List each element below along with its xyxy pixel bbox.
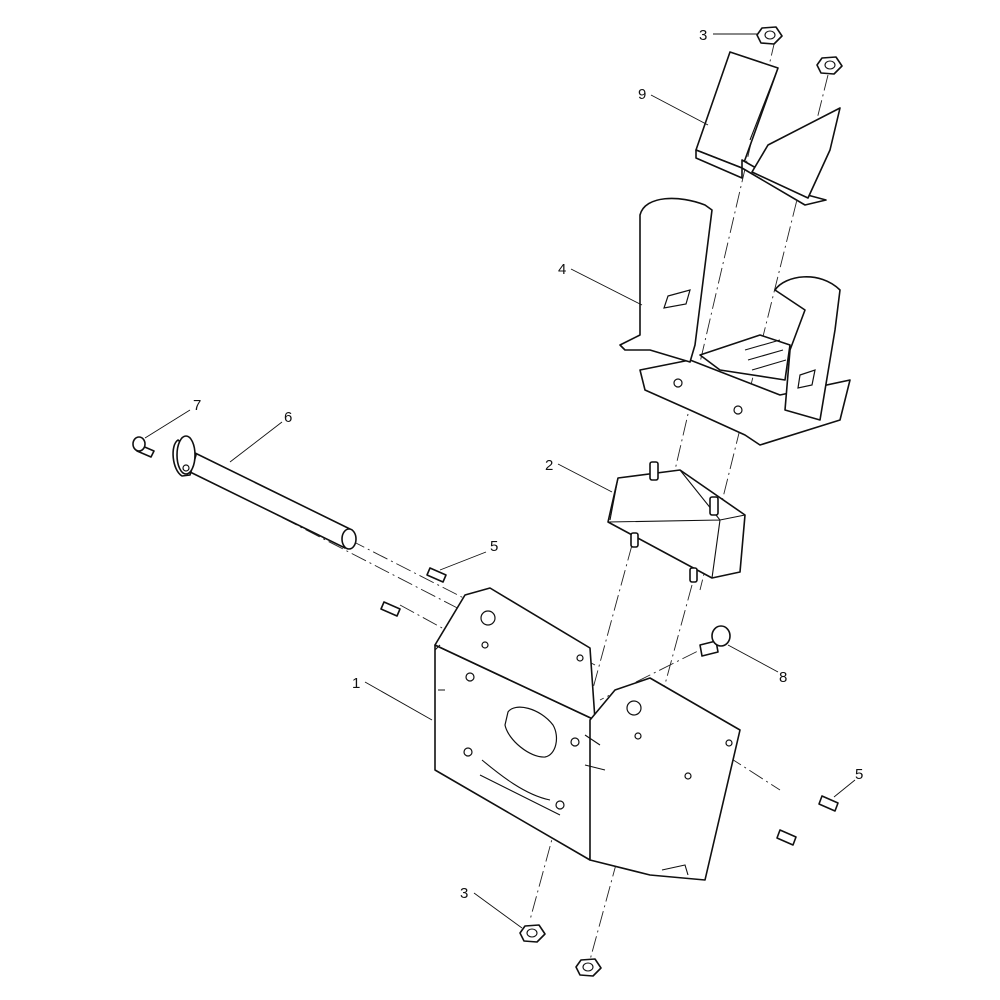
callout-3-top: 3 xyxy=(699,27,758,44)
callout-label: 1 xyxy=(352,675,360,692)
callout-label: 8 xyxy=(779,669,787,686)
callout-label: 4 xyxy=(558,261,566,278)
callout-3-bottom: 3 xyxy=(460,885,523,929)
guard-plate-part-9 xyxy=(695,51,841,206)
callout-1: 1 xyxy=(352,675,433,721)
callout-2: 2 xyxy=(545,457,613,493)
main-frame-part-1 xyxy=(434,587,741,881)
callout-label: 3 xyxy=(699,27,707,44)
shaft-part-6 xyxy=(172,435,357,550)
rubber-mount-part-2 xyxy=(607,461,746,583)
callout-label: 5 xyxy=(490,538,498,555)
nuts-part-3 xyxy=(519,26,843,977)
bolt-part-8 xyxy=(699,625,731,657)
callout-label: 5 xyxy=(855,766,863,783)
callout-label: 3 xyxy=(460,885,468,902)
callout-6: 6 xyxy=(229,409,292,463)
callout-5-right: 5 xyxy=(833,766,863,798)
bolt-part-7 xyxy=(132,436,155,458)
cradle-bracket-part-4 xyxy=(619,197,851,446)
callout-8: 8 xyxy=(727,644,787,686)
callout-5-left: 5 xyxy=(439,538,498,571)
callout-label: 2 xyxy=(545,457,553,474)
callout-9: 9 xyxy=(638,86,709,126)
callout-7: 7 xyxy=(144,397,201,439)
callout-label: 6 xyxy=(284,409,292,426)
callout-4: 4 xyxy=(558,261,643,306)
callout-label: 7 xyxy=(193,397,201,414)
dowel-pins-part-5 xyxy=(380,567,839,846)
callout-label: 9 xyxy=(638,86,646,103)
